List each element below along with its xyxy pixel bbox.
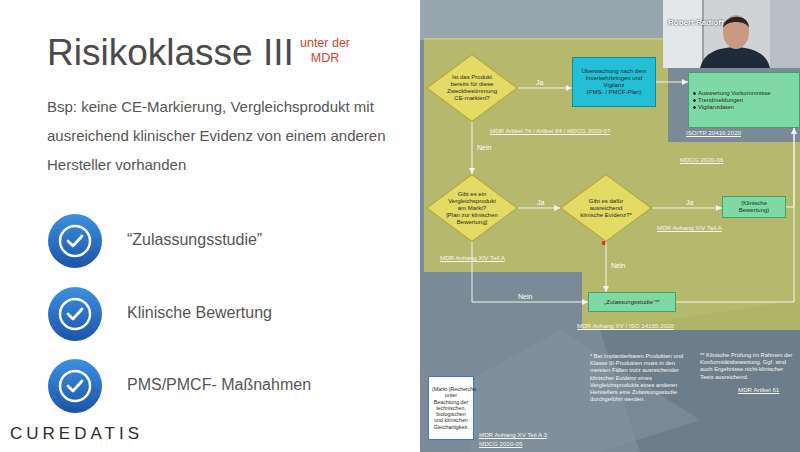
slide-title: Risikoklasse III — [47, 32, 294, 74]
photo-panel — [420, 0, 800, 452]
check-icon — [48, 287, 102, 341]
diamond-shape — [427, 175, 518, 242]
person-head — [723, 15, 749, 49]
node-text: Auswertung Vorkommnisse — [692, 90, 796, 97]
decision-diamond: Gibt es dafür ausreichend klinische Evid… — [560, 174, 652, 242]
node-text: (PMS- / PMCF-Plan) — [576, 89, 652, 96]
diamond-shape — [561, 175, 652, 242]
webcam-background — [663, 0, 800, 68]
reference: MDR Artikel 74 / Artikel 84 / MDCG 2020-… — [490, 127, 620, 135]
footnote: * Bei implantierbaren Produkten und Klas… — [590, 353, 692, 403]
node-text: (Klinische Bewertung) — [726, 200, 782, 214]
node-text: Vigilanzdaten — [692, 104, 796, 111]
decision-diamond: Gibt es ein Vergleichsprodukt am Markt?[… — [426, 174, 518, 242]
reference: MDR Artikel 61 — [738, 386, 798, 394]
edge-label: Nein — [477, 144, 491, 152]
node-text: (Markt-)Recherche unter Beachtung der te… — [432, 386, 470, 430]
connector — [676, 128, 794, 302]
person-shoulders — [700, 47, 770, 68]
connector — [518, 88, 572, 89]
node-text: Ist das Produkt bereits für diese Zweckb… — [443, 74, 500, 102]
speaker-name: Robert Radloff — [668, 18, 758, 27]
node-text: Gibt es dafür ausreichend klinische Evid… — [577, 198, 634, 219]
reference: MDR Anhang XIV Teil A — [657, 224, 737, 232]
photo-light — [420, 0, 665, 40]
check-icon — [48, 214, 102, 268]
company-logo: CUREDATIS — [10, 424, 170, 444]
diamond-text-area: Gibt es ein Vergleichsprodukt am Markt?[… — [443, 178, 500, 238]
highlight-overlay — [424, 38, 800, 330]
diamond-shape — [427, 55, 518, 122]
node-text: Überwachung nach dem Inverkehrbringen un… — [576, 68, 652, 89]
edge-label: Ja — [536, 79, 543, 87]
example-text: Bsp: keine CE-Markierung, Vergleichsprod… — [47, 92, 419, 179]
diamond-text-area: Ist das Produkt bereits für diese Zweckb… — [443, 58, 500, 118]
window-frame — [702, 0, 704, 68]
connector — [606, 242, 607, 292]
reference: MDCG 2020-06 — [680, 156, 740, 164]
node-text: Gibt es ein Vergleichsprodukt am Markt? — [443, 191, 500, 212]
check-icon — [48, 359, 102, 413]
checklist-item: “Zulassungsstudie” — [127, 231, 377, 249]
edge-label: Nein — [518, 293, 532, 301]
connector — [472, 242, 588, 302]
reference: MDR Anhang XV / ISO 14155:2020 — [577, 322, 687, 330]
process-box: Überwachung nach dem Inverkehrbringen un… — [572, 57, 656, 107]
connector — [656, 82, 688, 83]
process-box: (Markt-)Recherche unter Beachtung der te… — [428, 376, 474, 440]
node-text: Trendmeldungen — [692, 97, 796, 104]
window — [663, 0, 703, 68]
diamond-text-area: Gibt es dafür ausreichend klinische Evid… — [577, 178, 634, 238]
footnote: ** Klinische Prüfung im Rahmen der Konfo… — [700, 352, 798, 381]
process-box: (Klinische Bewertung) — [722, 196, 786, 218]
reference: MDCG 2020-05 — [479, 440, 569, 448]
edge-label: Ja — [686, 199, 693, 207]
edge-label: Ja — [537, 199, 544, 207]
photo-shade — [470, 330, 700, 452]
edge-label: Nein — [611, 262, 625, 270]
decision-diamond: Ist das Produkt bereits für diese Zweckb… — [426, 54, 518, 122]
checklist-item: Klinische Bewertung — [127, 304, 377, 322]
reference: MDR Anhang XV Teil A 3 — [479, 431, 569, 439]
process-box: Auswertung VorkommnisseTrendmeldungenVig… — [688, 72, 800, 128]
checklist-item: PMS/PMCF- Maßnahmen — [127, 376, 377, 394]
reference: ISO/TR 20416:2020 — [686, 129, 756, 137]
connector — [786, 128, 794, 207]
node-text: [Plan zur klinischen Bewertung] — [443, 212, 500, 226]
webcam-feed — [663, 0, 800, 68]
wall — [770, 0, 800, 68]
process-box: „Zulassungsstudie“** — [588, 292, 676, 312]
connector — [518, 208, 560, 209]
person-hair — [723, 17, 749, 28]
reference: MDR Anhang XIV Teil A — [440, 254, 520, 262]
node-text: „Zulassungsstudie“** — [592, 299, 672, 306]
subtitle-note: unter der MDR — [294, 36, 356, 66]
connector — [652, 208, 722, 209]
connector — [472, 122, 473, 174]
